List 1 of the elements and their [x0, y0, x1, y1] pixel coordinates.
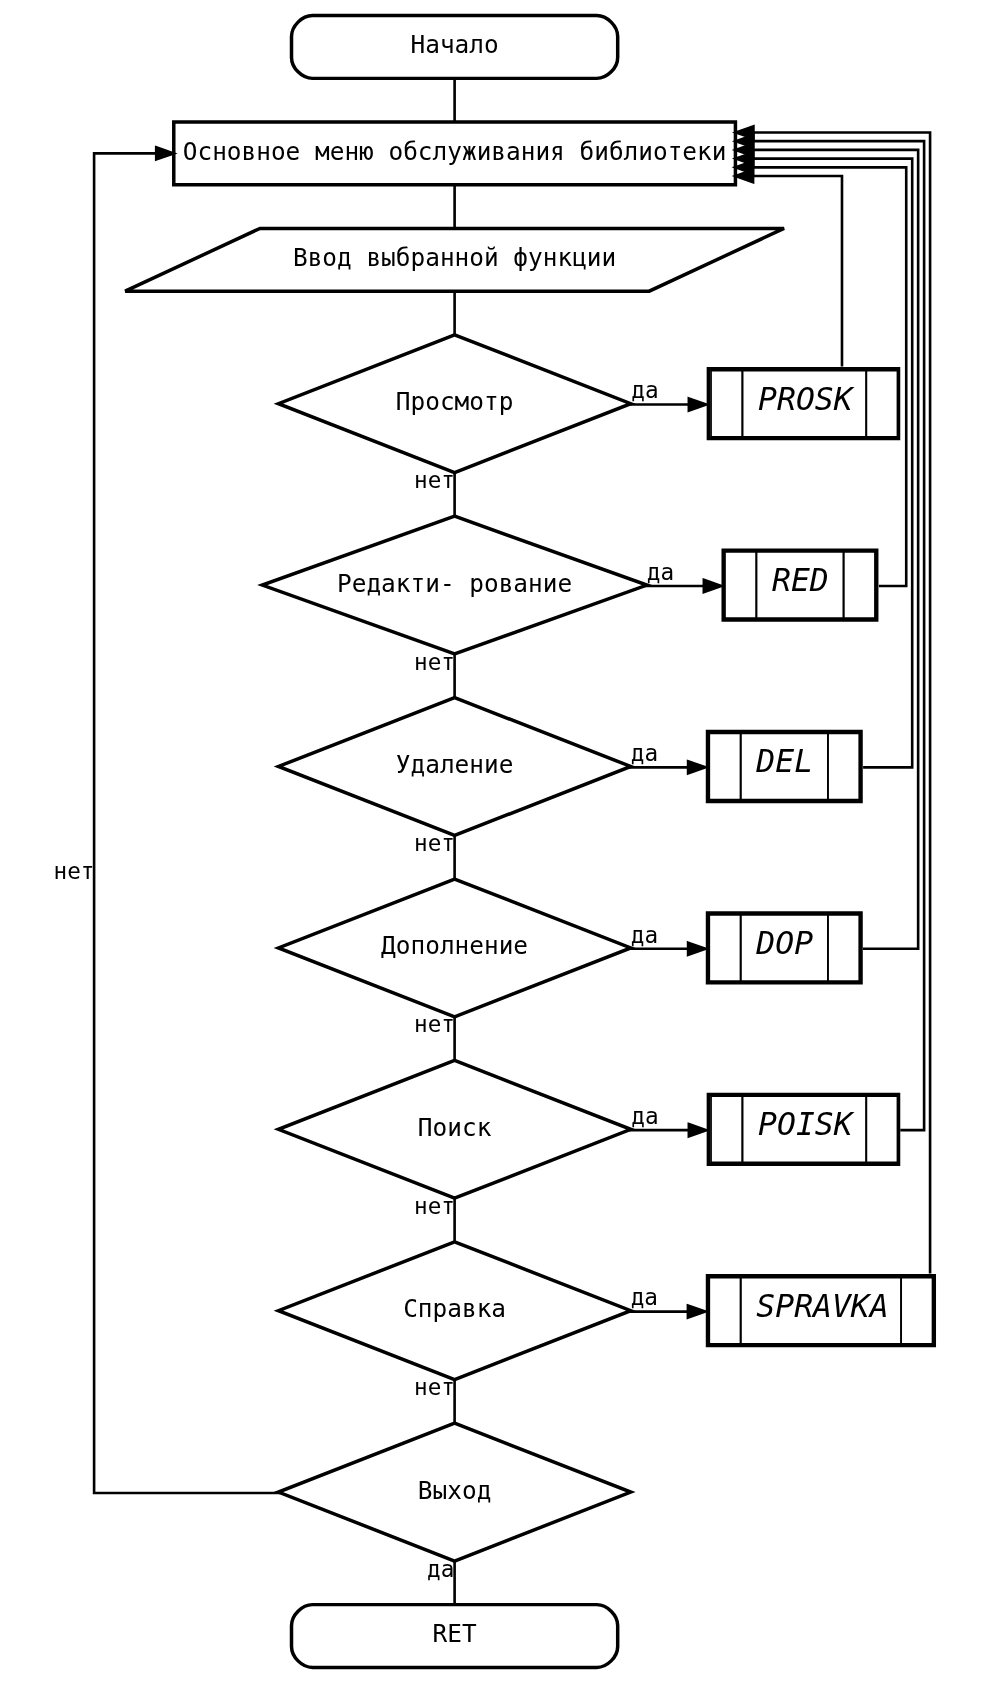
edge-label: нет — [53, 857, 95, 884]
